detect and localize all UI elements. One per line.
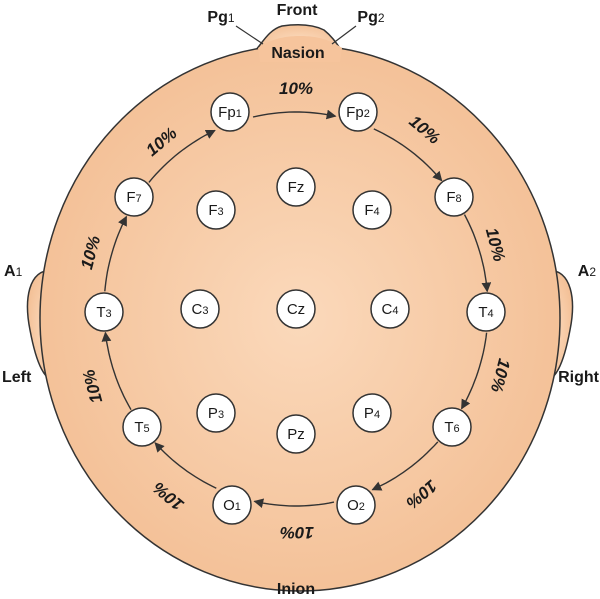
electrode-o1-circle: [212, 485, 252, 525]
left-label: Left: [2, 369, 32, 386]
electrode-t5-circle: [122, 407, 162, 447]
electrode-fp1-circle: [210, 92, 250, 132]
arrow-o1-t5: [154, 442, 217, 489]
electrode-f8-circle: [434, 177, 474, 217]
a2-label: A2: [578, 263, 597, 280]
pg2-pointer: [331, 25, 357, 45]
inion-label: Inion: [277, 581, 315, 598]
electrode-p3-label: P3: [208, 405, 224, 422]
electrode-o2: O2: [336, 485, 376, 525]
electrode-f8: F8: [434, 177, 474, 217]
right-label: Right: [558, 369, 600, 386]
electrode-pz-label: Pz: [287, 426, 305, 443]
electrode-t3-label: T3: [96, 304, 111, 321]
electrode-fz-circle: [276, 167, 316, 207]
pg2-label: Pg2: [357, 9, 384, 26]
electrode-t4-circle: [466, 292, 506, 332]
electrode-t3: T3: [84, 292, 124, 332]
electrode-f7-circle: [114, 177, 154, 217]
arrow-t4-t6: [460, 332, 488, 410]
arrow-o2-o1: [253, 498, 335, 509]
electrode-f7-label: F7: [126, 189, 141, 206]
electrode-p4-label: P4: [364, 405, 380, 422]
electrode-fp2-circle: [338, 92, 378, 132]
electrode-t4-label: T4: [478, 304, 493, 321]
electrode-t3-circle: [84, 292, 124, 332]
electrode-f3-circle: [196, 190, 236, 230]
electrode-f4-label: F4: [364, 202, 379, 219]
electrode-cz: Cz: [276, 289, 316, 329]
electrode-t6-label: T6: [444, 419, 459, 436]
electrode-fp1-label: Fp1: [218, 104, 242, 121]
electrode-p3: P3: [196, 393, 236, 433]
electrode-o1-label: O1: [223, 497, 241, 514]
electrode-fz-label: Fz: [288, 179, 305, 196]
electrode-c4-label: C4: [382, 301, 399, 318]
pg1-label: Pg1: [207, 9, 234, 26]
arrow-t6-o2: [371, 441, 439, 491]
electrode-c3-label: C3: [192, 301, 209, 318]
electrode-o2-circle: [336, 485, 376, 525]
pg1-pointer: [235, 25, 264, 45]
electrode-o1: O1: [212, 485, 252, 525]
electrode-t5: T5: [122, 407, 162, 447]
electrode-f3: F3: [196, 190, 236, 230]
electrode-t4: T4: [466, 292, 506, 332]
nasion-label: Nasion: [271, 45, 324, 62]
electrode-f4: F4: [352, 190, 392, 230]
electrode-t5-label: T5: [134, 419, 149, 436]
electrode-cz-label: Cz: [287, 301, 305, 318]
front-label: Front: [277, 2, 319, 19]
electrode-cz-circle: [276, 289, 316, 329]
electrode-f7: F7: [114, 177, 154, 217]
electrode-f4-circle: [352, 190, 392, 230]
electrode-pz-circle: [276, 414, 316, 454]
nose-cover: [258, 36, 342, 62]
arrow-fp1-fp2: [252, 109, 337, 120]
electrode-pz: Pz: [276, 414, 316, 454]
arrow-f8-t4: [463, 214, 492, 293]
spacing-label-top: 10%: [279, 79, 313, 98]
electrode-c3-circle: [180, 289, 220, 329]
electrode-p4: P4: [352, 393, 392, 433]
electrode-fp2-label: Fp2: [346, 104, 370, 121]
electrode-c4-circle: [370, 289, 410, 329]
electrode-f8-label: F8: [446, 189, 461, 206]
electrode-fp1: Fp1: [210, 92, 250, 132]
arrow-fp2-f8: [373, 128, 443, 182]
electrode-f3-label: F3: [208, 202, 223, 219]
electrode-t6: T6: [432, 407, 472, 447]
arrow-f7-fp1: [148, 129, 216, 183]
spacing-arrows: [101, 109, 492, 509]
electrode-o2-label: O2: [347, 497, 365, 514]
electrode-p4-circle: [352, 393, 392, 433]
arrow-t3-f7: [104, 215, 128, 292]
electrode-c4: C4: [370, 289, 410, 329]
electrode-fp2: Fp2: [338, 92, 378, 132]
a1-label: A1: [4, 263, 23, 280]
electrode-p3-circle: [196, 393, 236, 433]
electrode-t6-circle: [432, 407, 472, 447]
electrode-c3: C3: [180, 289, 220, 329]
spacing-label-bottom: 10%: [280, 523, 314, 542]
arrow-t5-t3: [101, 331, 132, 411]
electrode-fz: Fz: [276, 167, 316, 207]
